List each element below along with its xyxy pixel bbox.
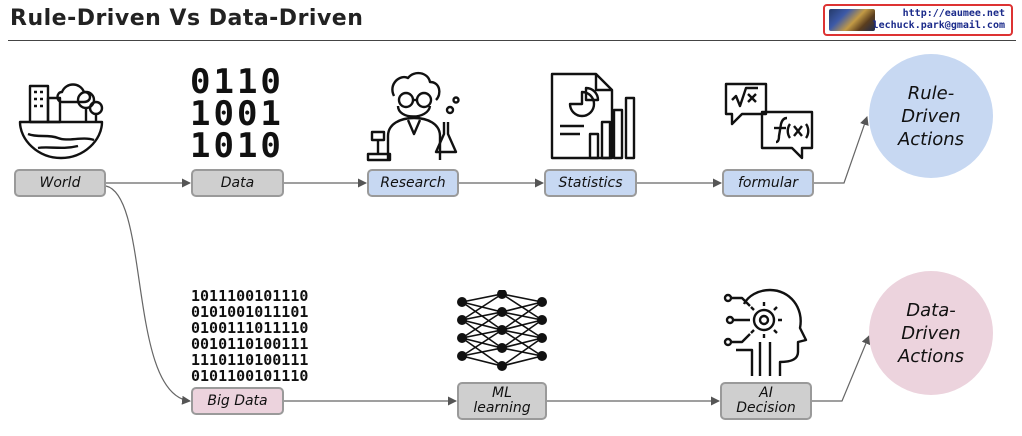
node-statistics[interactable]: Statistics [544, 169, 637, 197]
author-avatar [829, 9, 875, 31]
arrow-formular-rule [814, 116, 869, 184]
node-research[interactable]: Research [367, 169, 459, 197]
node-world[interactable]: World [14, 169, 106, 197]
node-data[interactable]: Data [191, 169, 284, 197]
binary-grid-icon: 1011100101110 0101001011101 010011101111… [191, 287, 309, 385]
node-formular[interactable]: formular [722, 169, 814, 197]
arrow-world-bigdata [105, 185, 191, 405]
author-badge[interactable]: http://eaumee.net lechuck.park@gmail.com [823, 4, 1013, 36]
ai-head-icon [723, 288, 808, 376]
node-big-data[interactable]: Big Data [191, 387, 284, 415]
node-ai-decision[interactable]: AI Decision [720, 382, 812, 420]
badge-url[interactable]: http://eaumee.net [902, 8, 1005, 19]
arrow-ai-data [812, 335, 871, 402]
rule-driven-actions: Rule- Driven Actions [869, 54, 993, 178]
binary-digits-icon: 0110 1001 1010 [190, 62, 284, 166]
formula-bubbles-icon [724, 82, 814, 160]
report-chart-icon [550, 72, 636, 160]
node-ml-learning[interactable]: ML learning [457, 382, 547, 420]
data-driven-actions: Data- Driven Actions [869, 271, 993, 395]
scientist-icon [366, 71, 460, 162]
neural-network-icon [457, 290, 547, 371]
page-title: Rule-Driven Vs Data-Driven [10, 6, 364, 31]
city-globe-icon [18, 83, 104, 160]
badge-email[interactable]: lechuck.park@gmail.com [872, 20, 1005, 31]
title-divider [8, 40, 1016, 41]
